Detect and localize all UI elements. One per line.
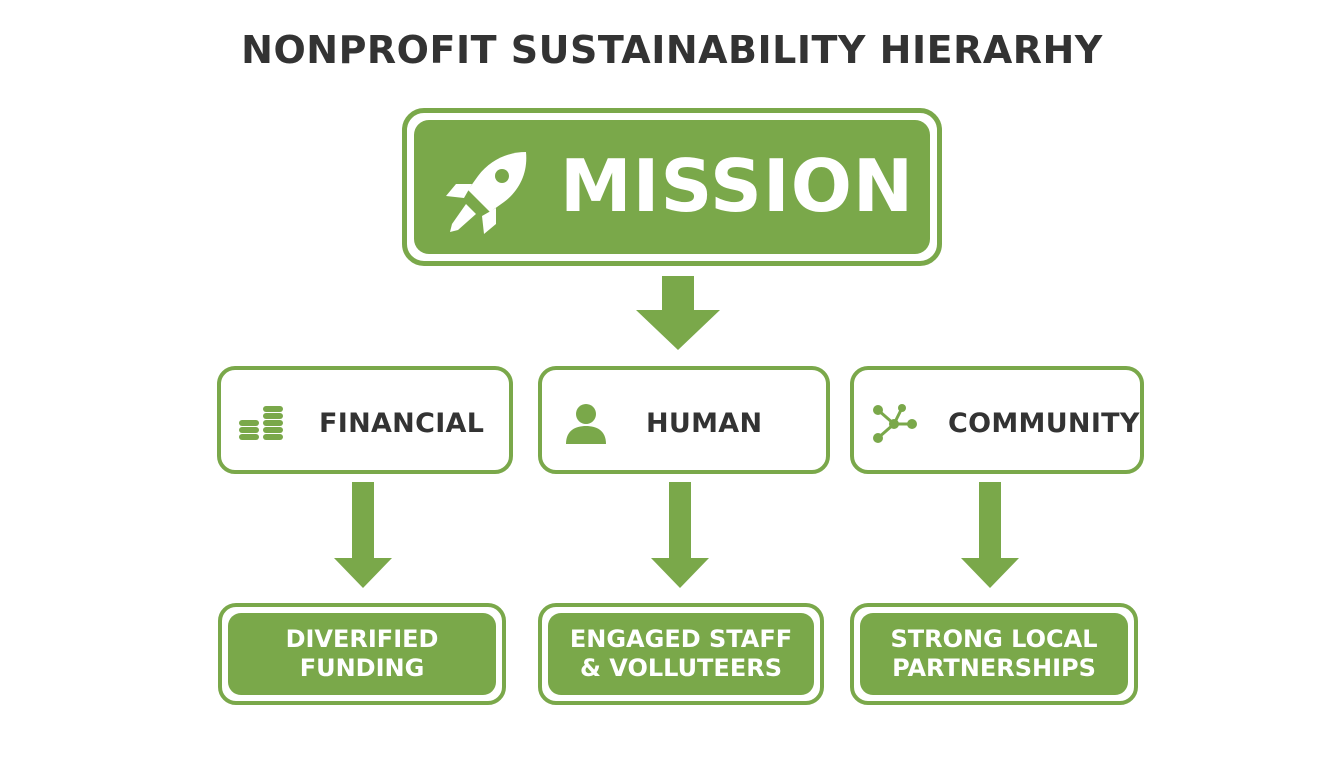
network-icon [873,404,917,443]
coins-stack-icon [239,406,283,440]
outcome-financial-line2: FUNDING [299,654,425,682]
outcome-financial-line1: DIVERIFIED [285,625,439,653]
mission-label: MISSION [560,144,915,228]
outcome-community-line2: PARTNERSHIPS [892,654,1096,682]
outcome-community-fill: STRONG LOCAL PARTNERSHIPS [860,613,1128,695]
pillar-human: HUMAN [538,366,830,474]
pillar-label-community: COMMUNITY [948,408,1140,439]
pillar-financial: FINANCIAL [217,366,513,474]
pillar-label-human: HUMAN [646,408,763,439]
outcome-community: STRONG LOCAL PARTNERSHIPS [850,603,1138,705]
arrow-mission-down [636,276,720,350]
outcome-human-line1: ENGAGED STAFF [569,625,793,653]
diagram-title: NONPROFIT SUSTAINABILITY HIERARHY [241,28,1103,72]
outcome-community-line1: STRONG LOCAL [890,625,1098,653]
person-icon [566,404,606,444]
rocket-icon [446,152,527,234]
outcome-human-line2: & VOLLUTEERS [580,654,782,682]
outcome-human: ENGAGED STAFF & VOLLUTEERS [538,603,824,705]
mission-box-fill: MISSION [414,120,930,254]
pillar-label-financial: FINANCIAL [319,408,485,439]
arrow-financial-down [334,482,392,588]
mission-box: MISSION [402,108,942,266]
pillar-community: COMMUNITY [850,366,1144,474]
arrow-human-down [651,482,709,588]
outcome-financial: DIVERIFIED FUNDING [218,603,506,705]
outcome-human-fill: ENGAGED STAFF & VOLLUTEERS [548,613,814,695]
arrow-community-down [961,482,1019,588]
outcome-financial-fill: DIVERIFIED FUNDING [228,613,496,695]
